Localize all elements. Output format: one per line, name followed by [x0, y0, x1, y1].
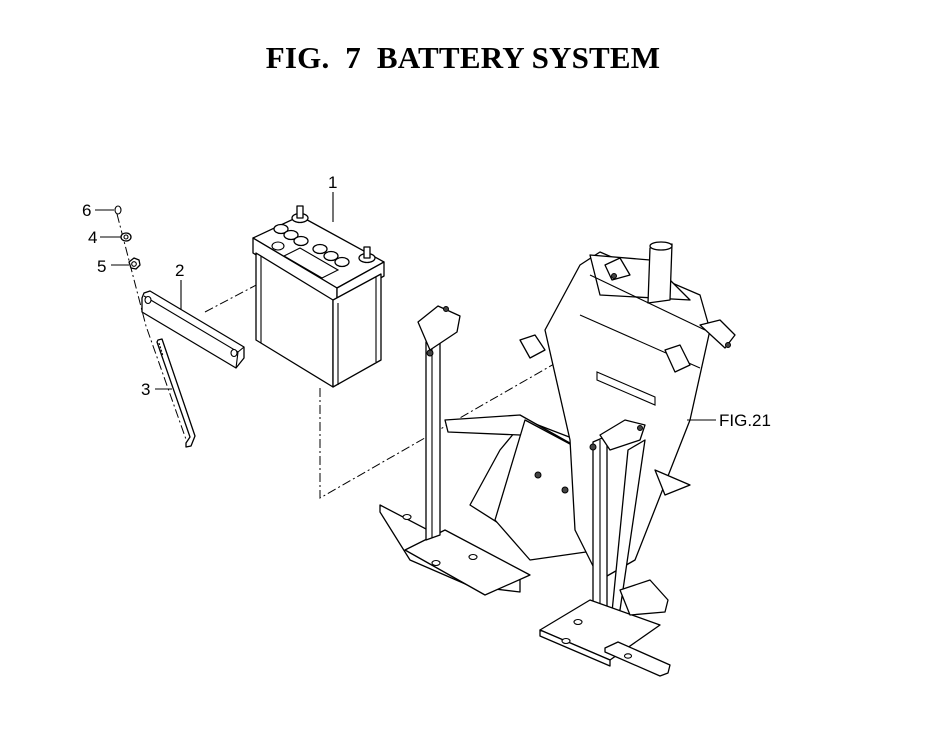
callout-1: 1	[328, 173, 337, 222]
battery-frame[interactable]	[379, 241, 736, 677]
reference-label-fig-21[interactable]: FIG.21	[719, 411, 771, 430]
callout-6: 6	[82, 201, 114, 220]
callout-2: 2	[175, 261, 184, 310]
battery-part-1[interactable]	[252, 205, 385, 388]
callout-label-3: 3	[141, 380, 150, 399]
callout-5: 5	[97, 257, 129, 276]
hook-bolt-part-3[interactable]	[156, 338, 196, 448]
spring-washer-part-4[interactable]	[120, 232, 132, 242]
clamp-bar-part-2[interactable]	[141, 290, 245, 369]
callout-3: 3	[141, 380, 172, 399]
callout-label-6: 6	[82, 201, 91, 220]
washer-part-6[interactable]	[114, 205, 122, 215]
callout-4: 4	[88, 228, 121, 247]
callout-label-5: 5	[97, 257, 106, 276]
callout-label-2: 2	[175, 261, 184, 280]
reference-fig-21: FIG.21	[687, 411, 771, 430]
nut-part-5[interactable]	[128, 257, 141, 270]
callout-label-1: 1	[328, 173, 337, 192]
figure-title: FIG. 7 BATTERY SYSTEM	[265, 40, 661, 75]
callout-label-4: 4	[88, 228, 97, 247]
